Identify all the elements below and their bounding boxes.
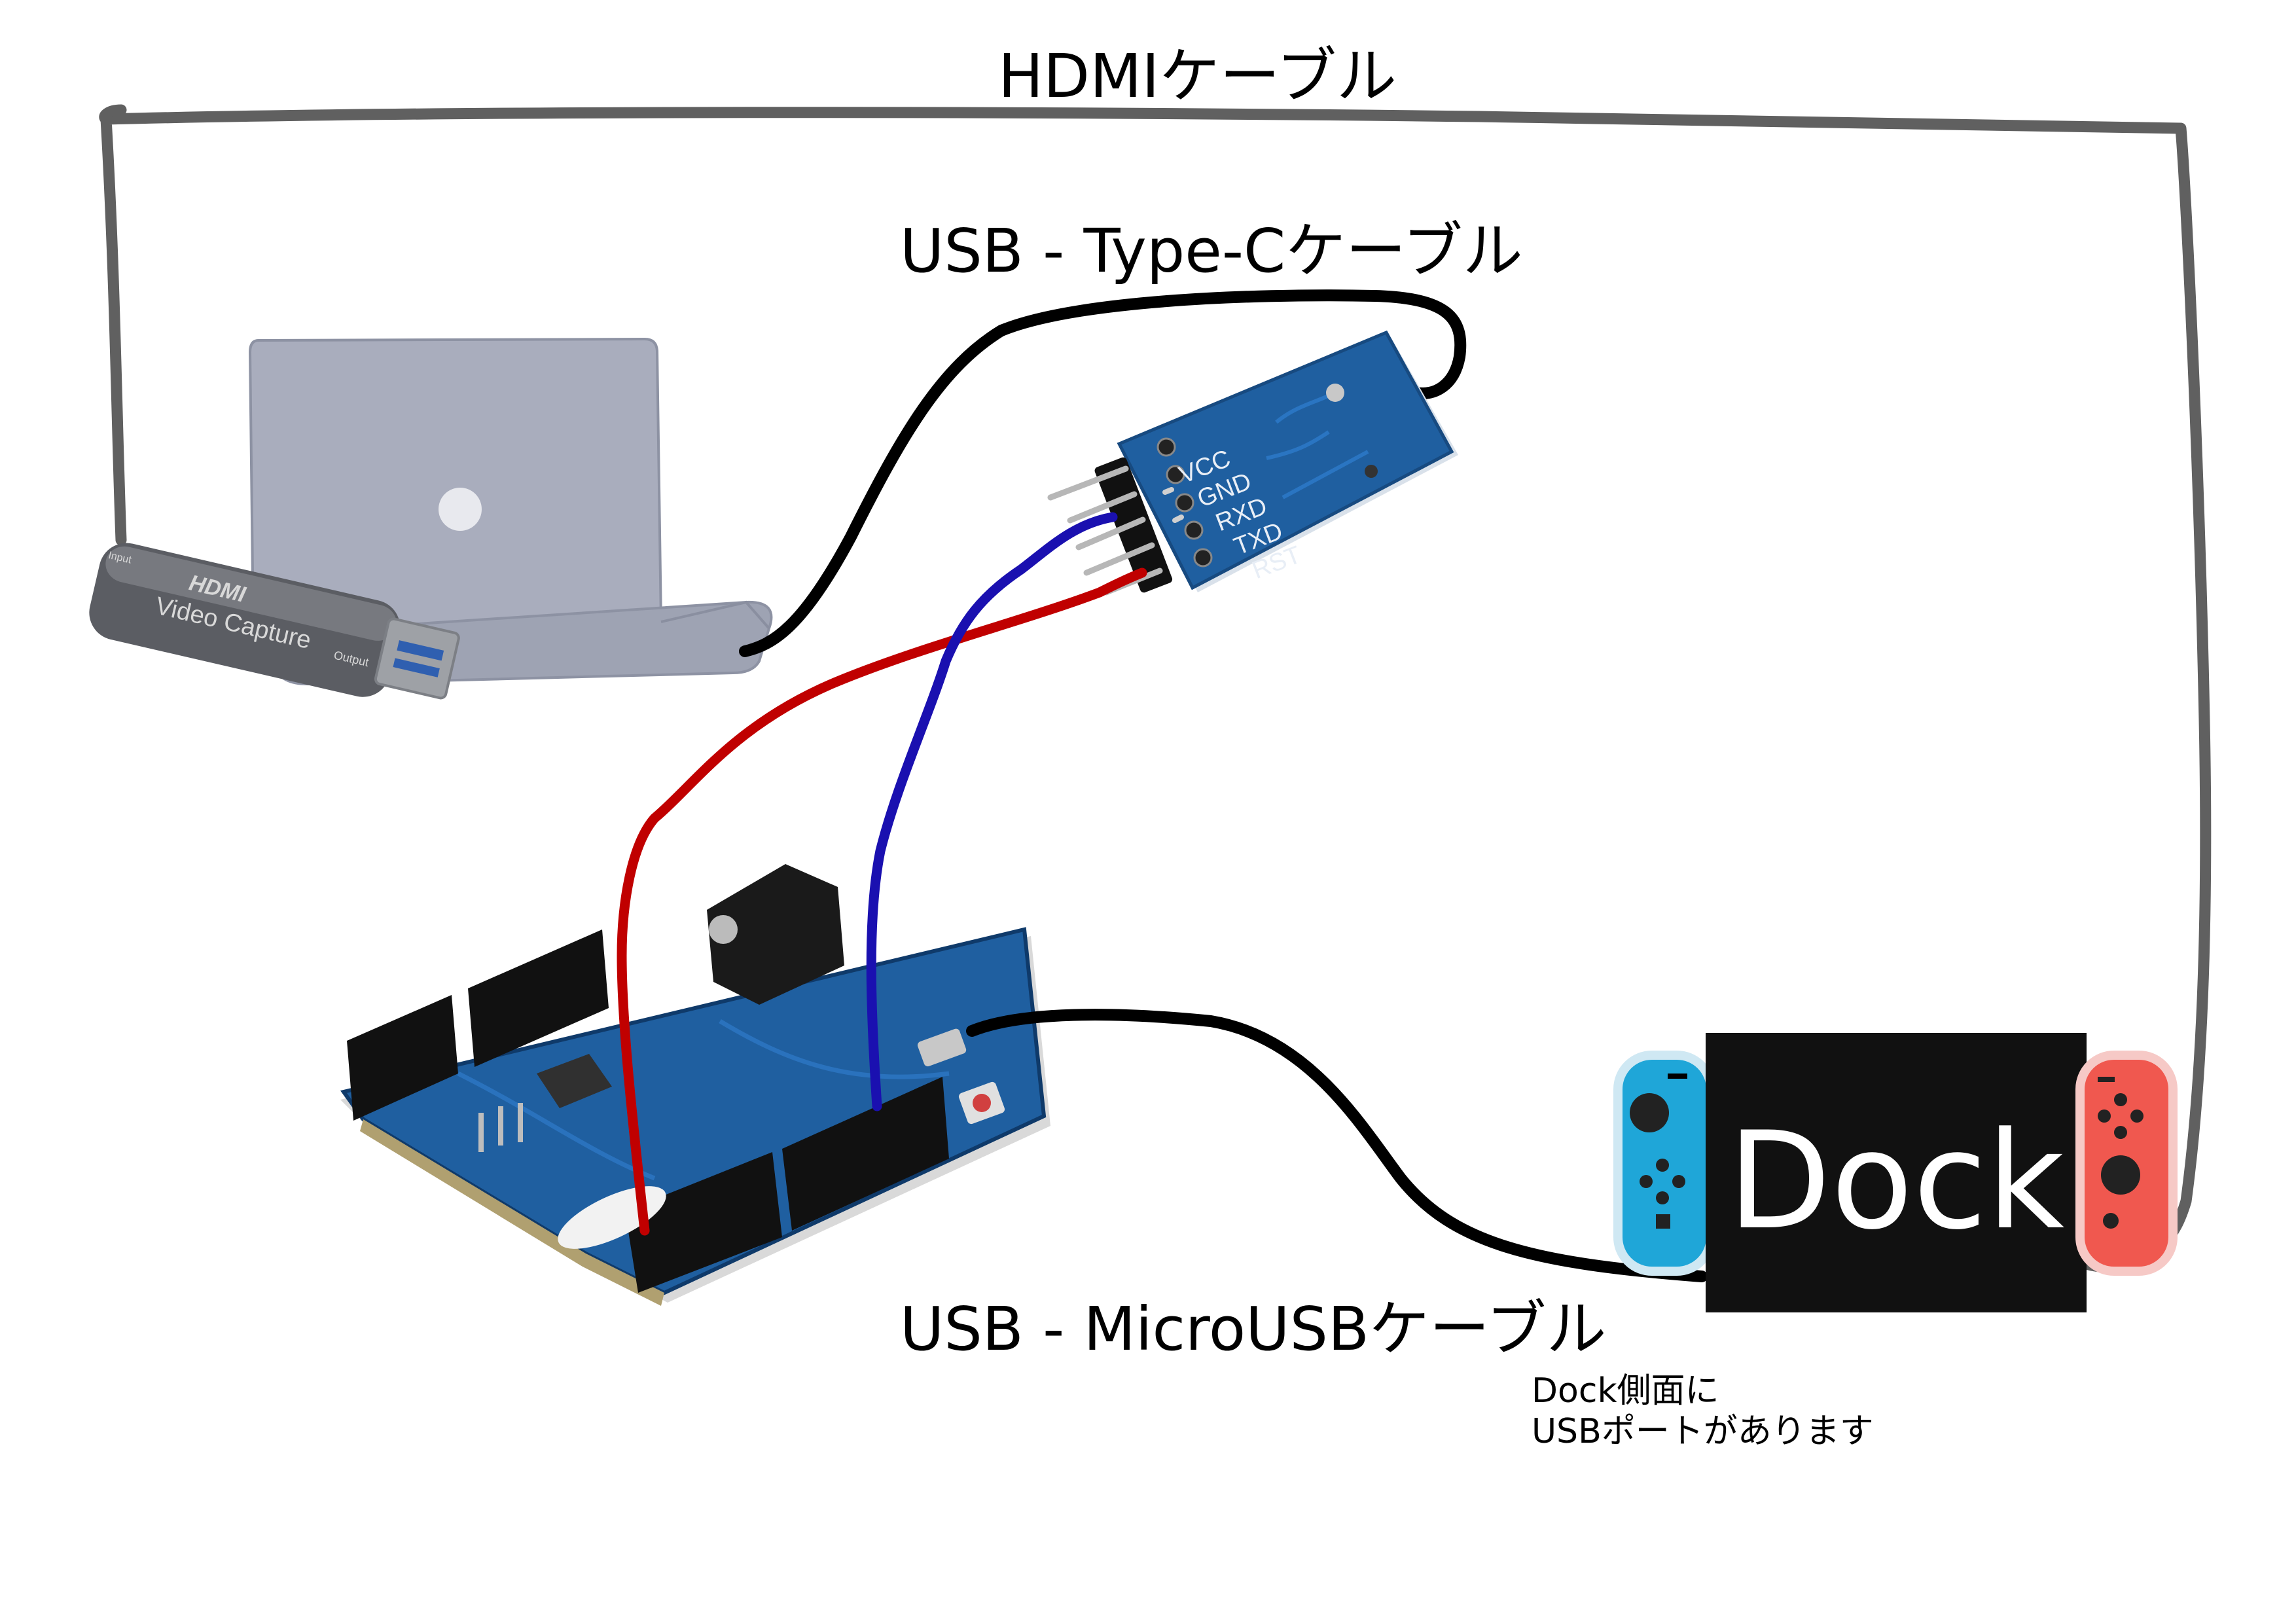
hdmi-capture-device: HDMI Video Capture Input Output [89,543,460,700]
dock-note-line1: Dock側面に [1532,1371,1719,1411]
switch-console-dock: Dock [1613,1033,2178,1312]
usb-typec-cable-label: USB - Type-Cケーブル [900,216,1523,286]
usb-microusb-cable [966,1009,1708,1282]
usb-microusb-cable-label: USB - MicroUSBケーブル [900,1294,1606,1364]
hdmi-cable-label: HDMIケーブル [998,41,1397,111]
blue-wire [866,512,1118,1111]
dock-label: Dock [1728,1104,2065,1259]
dock-body [1706,1033,2087,1312]
red-wire [617,568,1147,1236]
arduino-board [340,864,1050,1306]
hdmi-cable [100,107,2212,1272]
usb-serial-module: VCC GND RXD TXD RST [1047,330,1458,596]
usb-typec-cable [739,289,1467,657]
dock-note-line2: USBポートがあります [1532,1412,1874,1451]
